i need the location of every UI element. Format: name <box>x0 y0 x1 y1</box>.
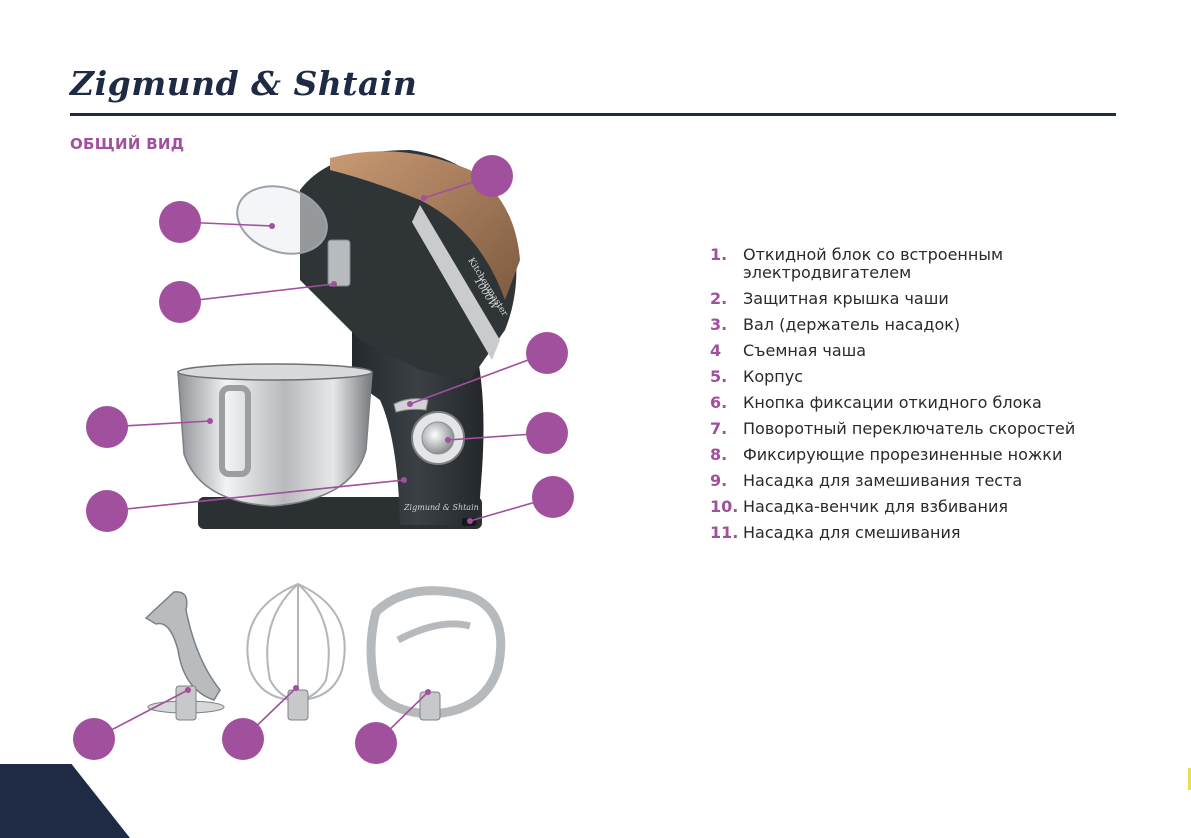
bowl-handle <box>219 385 251 477</box>
flat-beater <box>366 586 506 719</box>
callout-circle-6 <box>526 332 568 374</box>
legend-text: Фиксирующие прорезиненные ножки <box>743 445 1063 464</box>
callout-dot-6 <box>407 401 413 407</box>
legend-number: 2. <box>710 289 728 308</box>
bowl-guard <box>236 185 328 255</box>
bowl <box>177 364 373 507</box>
legend-text: Насадка-венчик для взбивания <box>743 497 1008 516</box>
legend-item: 5. Корпус <box>710 368 1150 386</box>
callout-circle-8 <box>532 476 574 518</box>
callout-circle-7 <box>526 412 568 454</box>
callout-line-3 <box>179 283 335 303</box>
callout-circle-9 <box>73 718 115 760</box>
tilt-head-copper <box>330 151 520 300</box>
whisk <box>246 582 346 702</box>
base-brand: Zigmund & Shtain <box>403 503 479 512</box>
legend-item: 2. Защитная крышка чаши <box>710 290 1150 308</box>
legend-text: Кнопка фиксации откидного блока <box>743 393 1042 412</box>
callout-circle-1 <box>471 155 513 197</box>
callout-circle-10 <box>222 718 264 760</box>
legend-item: 10.Насадка-венчик для взбивания <box>710 498 1150 516</box>
callout-dot-8 <box>467 518 473 524</box>
legend-number: 8. <box>710 445 728 464</box>
legend-number: 3. <box>710 315 728 334</box>
flat-beater-spoke <box>396 620 471 644</box>
callout-dot-9 <box>185 687 191 693</box>
legend-number: 5. <box>710 367 728 386</box>
legend-number: 4 <box>710 341 722 360</box>
legend-number: 11. <box>710 523 739 542</box>
header-rule <box>70 113 1116 116</box>
speed-knob-center <box>421 421 455 455</box>
callout-circle-5 <box>86 490 128 532</box>
side-trim <box>412 205 500 360</box>
callout-dot-4 <box>207 418 213 424</box>
legend-item: 9. Насадка для замешивания теста <box>710 472 1150 490</box>
legend-text: Вал (держатель насадок) <box>743 315 961 334</box>
legend-item: 11. Насадка для смешивания <box>710 524 1150 542</box>
legend-item: 8. Фиксирующие прорезиненные ножки <box>710 446 1150 464</box>
callout-circle-3 <box>159 281 201 323</box>
callout-dot-3 <box>331 281 337 287</box>
whisk-hub <box>287 689 309 721</box>
legend-text: Насадка для замешивания теста <box>743 471 1023 490</box>
legend-item: 3. Вал (держатель насадок) <box>710 316 1150 334</box>
edge-marker <box>1188 768 1191 790</box>
callout-dot-2 <box>269 223 275 229</box>
parts-legend: 1. Откидной блок со встроенным электродви… <box>710 246 1150 550</box>
callout-circle-2 <box>159 201 201 243</box>
bowl-rim <box>177 363 373 381</box>
legend-number: 9. <box>710 471 728 490</box>
callout-circle-4 <box>86 406 128 448</box>
legend-text: Насадка для смешивания <box>743 523 961 542</box>
legend-item: 6. Кнопка фиксации откидного блока <box>710 394 1150 412</box>
callout-dot-5 <box>401 477 407 483</box>
dough-hook <box>144 591 221 701</box>
legend-text: Съемная чаша <box>743 341 867 360</box>
callout-line-5 <box>106 479 405 512</box>
legend-text: Откидной блок со встроенным электродвига… <box>743 245 1004 282</box>
legend-text: Защитная крышка чаши <box>743 289 949 308</box>
legend-item: 1. Откидной блок со встроенным электродви… <box>710 246 1150 282</box>
legend-text: Поворотный переключатель скоростей <box>743 419 1076 438</box>
callout-dot-7 <box>445 437 451 443</box>
callout-dot-10 <box>293 685 299 691</box>
legend-number: 10. <box>710 497 739 516</box>
legend-number: 6. <box>710 393 728 412</box>
legend-item: 4 Съемная чаша <box>710 342 1150 360</box>
legend-number: 1. <box>710 245 728 264</box>
legend-item: 7. Поворотный переключатель скоростей <box>710 420 1150 438</box>
callout-dot-1 <box>421 195 427 201</box>
legend-number: 7. <box>710 419 728 438</box>
brand-logo: Zigmund & Shtain <box>70 64 418 103</box>
callout-line-6 <box>409 352 548 405</box>
callout-dot-11 <box>425 689 431 695</box>
section-title: ОБЩИЙ ВИД <box>70 135 185 153</box>
shaft <box>327 239 351 287</box>
callout-circle-11 <box>355 722 397 764</box>
legend-text: Корпус <box>743 367 804 386</box>
